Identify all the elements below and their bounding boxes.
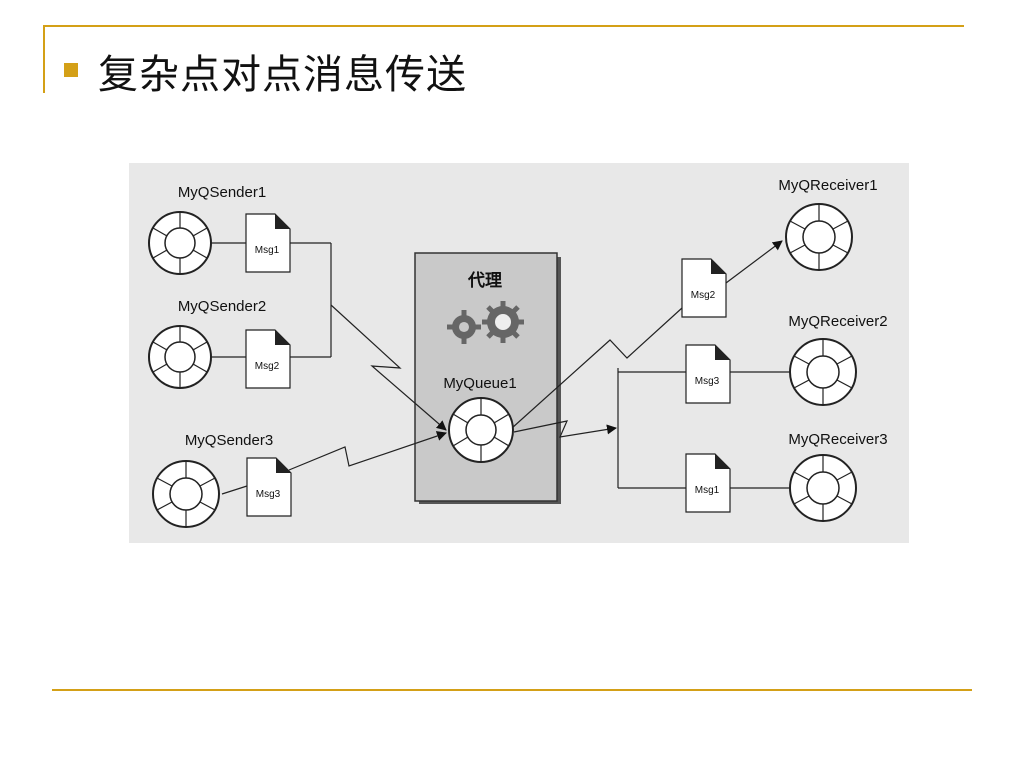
footer-rule xyxy=(52,689,972,691)
receiver-label-2: MyQReceiver2 xyxy=(788,313,887,330)
slide-title: 复杂点对点消息传送 xyxy=(98,52,467,98)
sender-node-2 xyxy=(148,325,212,389)
message-label: Msg1 xyxy=(695,485,720,496)
message-doc-sender1: Msg1 xyxy=(245,213,291,273)
message-label: Msg1 xyxy=(255,245,280,256)
message-label: Msg2 xyxy=(691,290,716,301)
title-bullet-icon xyxy=(64,63,78,77)
message-doc-sender2: Msg2 xyxy=(245,329,291,389)
queue-node xyxy=(448,397,514,463)
sender-label-3: MyQSender3 xyxy=(185,432,273,449)
message-label: Msg2 xyxy=(255,361,280,372)
gears-icon xyxy=(447,301,524,344)
title-rule-left xyxy=(43,25,45,93)
sender-node-3 xyxy=(152,460,220,528)
message-doc-sender3: Msg3 xyxy=(246,457,292,517)
message-label: Msg3 xyxy=(695,376,720,387)
sender-label-1: MyQSender1 xyxy=(178,184,266,201)
queue-label: MyQueue1 xyxy=(443,375,516,392)
receiver-label-3: MyQReceiver3 xyxy=(788,431,887,448)
message-label: Msg3 xyxy=(256,489,281,500)
receiver-node-1 xyxy=(785,203,853,271)
message-doc-receiver1: Msg2 xyxy=(681,258,727,318)
message-doc-receiver3: Msg1 xyxy=(685,453,731,513)
connector-lines xyxy=(210,240,790,495)
receiver-node-3 xyxy=(789,454,857,522)
sender-node-1 xyxy=(148,211,212,275)
receiver-label-1: MyQReceiver1 xyxy=(778,177,877,194)
message-doc-receiver2: Msg3 xyxy=(685,344,731,404)
broker-label: 代理 xyxy=(467,270,502,291)
sender-label-2: MyQSender2 xyxy=(178,298,266,315)
receiver-node-2 xyxy=(789,338,857,406)
title-rule-top xyxy=(43,25,964,27)
